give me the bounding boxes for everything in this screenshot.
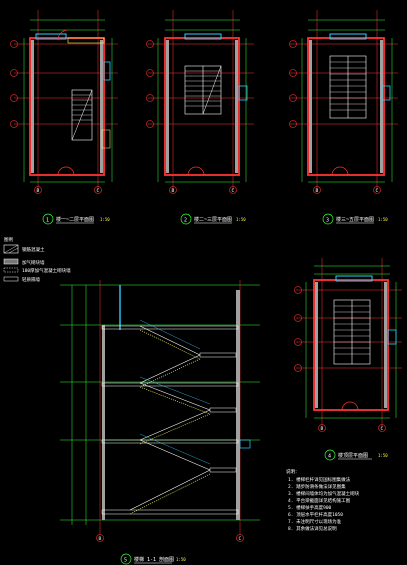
dashed-bar-icon: [3, 267, 19, 273]
plan-1-title: 楼一~二层平面图: [56, 216, 94, 223]
plan-1-scale: 1:50: [100, 217, 110, 222]
section-number: 5: [124, 558, 127, 564]
brick-wall-icon: [3, 258, 19, 265]
plan-2-axis-b: B: [172, 188, 175, 194]
note-line-7: 7. 未注明尺寸以现场为准: [288, 518, 342, 525]
section-1-1: B C 5 楼梯 1-1 剖面图 1:50: [60, 280, 260, 565]
plan-3-title: 楼三~五层平面图: [336, 216, 374, 223]
plan-3-axis-b: B: [316, 188, 319, 194]
note-line-2: 2. 踏步防滑条做法详见图集: [288, 483, 346, 490]
plan-4-title: 楼顶层平面图: [338, 452, 368, 459]
plan-1-number: 1: [46, 218, 49, 224]
plan-1: B C 1 楼一~二层平面图 1:50: [10, 10, 118, 225]
notes-title: 说明：: [286, 468, 300, 475]
plan-4: B C 4 楼顶层平面图 1:50: [294, 258, 402, 461]
section-title: 楼梯 1-1 剖面图: [134, 556, 174, 563]
plan-1-axis-b: B: [37, 188, 40, 194]
plan-2-scale: 1:50: [236, 217, 246, 222]
note-line-3: 3. 楼梯间墙体均为加气混凝土砌块: [288, 490, 360, 497]
legend-item-3: 180厚加气混凝土砌块墙: [22, 267, 71, 274]
plan-2-number: 2: [184, 218, 187, 224]
plan-3-scale: 1:50: [378, 217, 388, 222]
note-line-6: 6. 顶层水平栏杆高度1050: [288, 511, 343, 518]
note-line-8: 8. 其余做法详见总说明: [288, 525, 337, 532]
note-line-4: 4. 平台梁截面详见结构施工图: [288, 497, 351, 504]
plan-1-axis-c: C: [97, 188, 100, 194]
plan-2-title: 楼二~三层平面图: [194, 216, 232, 223]
legend-item-4: 轻质隔墙: [22, 276, 40, 283]
section-scale: 1:50: [176, 557, 186, 562]
plan-3-axis-c: C: [376, 188, 379, 194]
section-axis-c: C: [239, 536, 242, 542]
section-axis-b: B: [99, 536, 102, 542]
legend-item-1: 钢筋混凝土: [22, 246, 45, 253]
plan-3: B C 3 楼三~五层平面图 1:50: [289, 10, 398, 225]
plan-4-number: 4: [328, 454, 331, 460]
legend-title: 图例: [4, 236, 13, 243]
plan-3-number: 3: [326, 218, 329, 224]
hatch-square-icon: [3, 244, 19, 254]
legend-item-2: 加气砌块墙: [22, 259, 45, 266]
plain-bar-icon: [3, 276, 19, 282]
note-line-1: 1. 楼梯栏杆详见国标图集做法: [288, 476, 351, 483]
note-line-5: 5. 楼梯扶手高度900: [288, 504, 332, 511]
legend: 图例 钢筋混凝土 加气砌块墙 180厚加气混凝土砌块墙 轻质隔墙: [3, 236, 71, 283]
plan-2-axis-c: C: [232, 188, 235, 194]
plan-2: B C 2 楼二~三层平面图 1:50: [146, 10, 254, 225]
plan-4-axis-c: C: [381, 426, 384, 432]
notes: 说明： 1. 楼梯栏杆详见国标图集做法 2. 踏步防滑条做法详见图集 3. 楼梯…: [286, 468, 360, 532]
plan-4-scale: 1:50: [378, 453, 388, 458]
plan-4-axis-b: B: [321, 426, 324, 432]
